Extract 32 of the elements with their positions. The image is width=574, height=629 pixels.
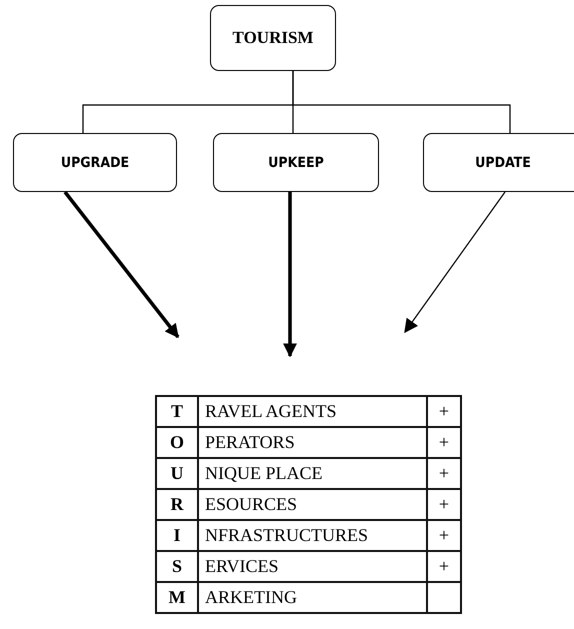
plus-cell: +	[427, 551, 461, 582]
letter-cell: I	[156, 520, 198, 551]
plus-cell: +	[427, 489, 461, 520]
node-label: TOURISM	[232, 28, 314, 48]
arrow	[404, 192, 506, 334]
word-cell: ERVICES	[198, 551, 427, 582]
node-label: UPDATE	[475, 154, 531, 170]
plus-cell: +	[427, 520, 461, 551]
letter-cell: M	[156, 582, 198, 613]
plus-cell: +	[427, 396, 461, 427]
arrow	[283, 192, 297, 358]
word-cell: RAVEL AGENTS	[198, 396, 427, 427]
plus-cell: +	[427, 427, 461, 458]
word-cell: NFRASTRUCTURES	[198, 520, 427, 551]
letter-cell: T	[156, 396, 198, 427]
category-box	[423, 133, 574, 192]
word-cell: NIQUE PLACE	[198, 458, 427, 489]
word-cell: ARKETING	[198, 582, 427, 613]
connector-line	[292, 71, 511, 133]
root-box	[210, 5, 336, 71]
category-box	[13, 133, 177, 192]
word-cell: PERATORS	[198, 427, 427, 458]
plus-cell: +	[427, 458, 461, 489]
letter-cell: O	[156, 427, 198, 458]
category-box	[213, 133, 379, 192]
node-label: UPGRADE	[60, 154, 130, 170]
letter-cell: R	[156, 489, 198, 520]
arrow	[64, 190, 180, 338]
letter-cell: U	[156, 458, 198, 489]
word-cell: ESOURCES	[198, 489, 427, 520]
letter-cell: S	[156, 551, 198, 582]
node-label: UPKEEP	[268, 154, 324, 170]
